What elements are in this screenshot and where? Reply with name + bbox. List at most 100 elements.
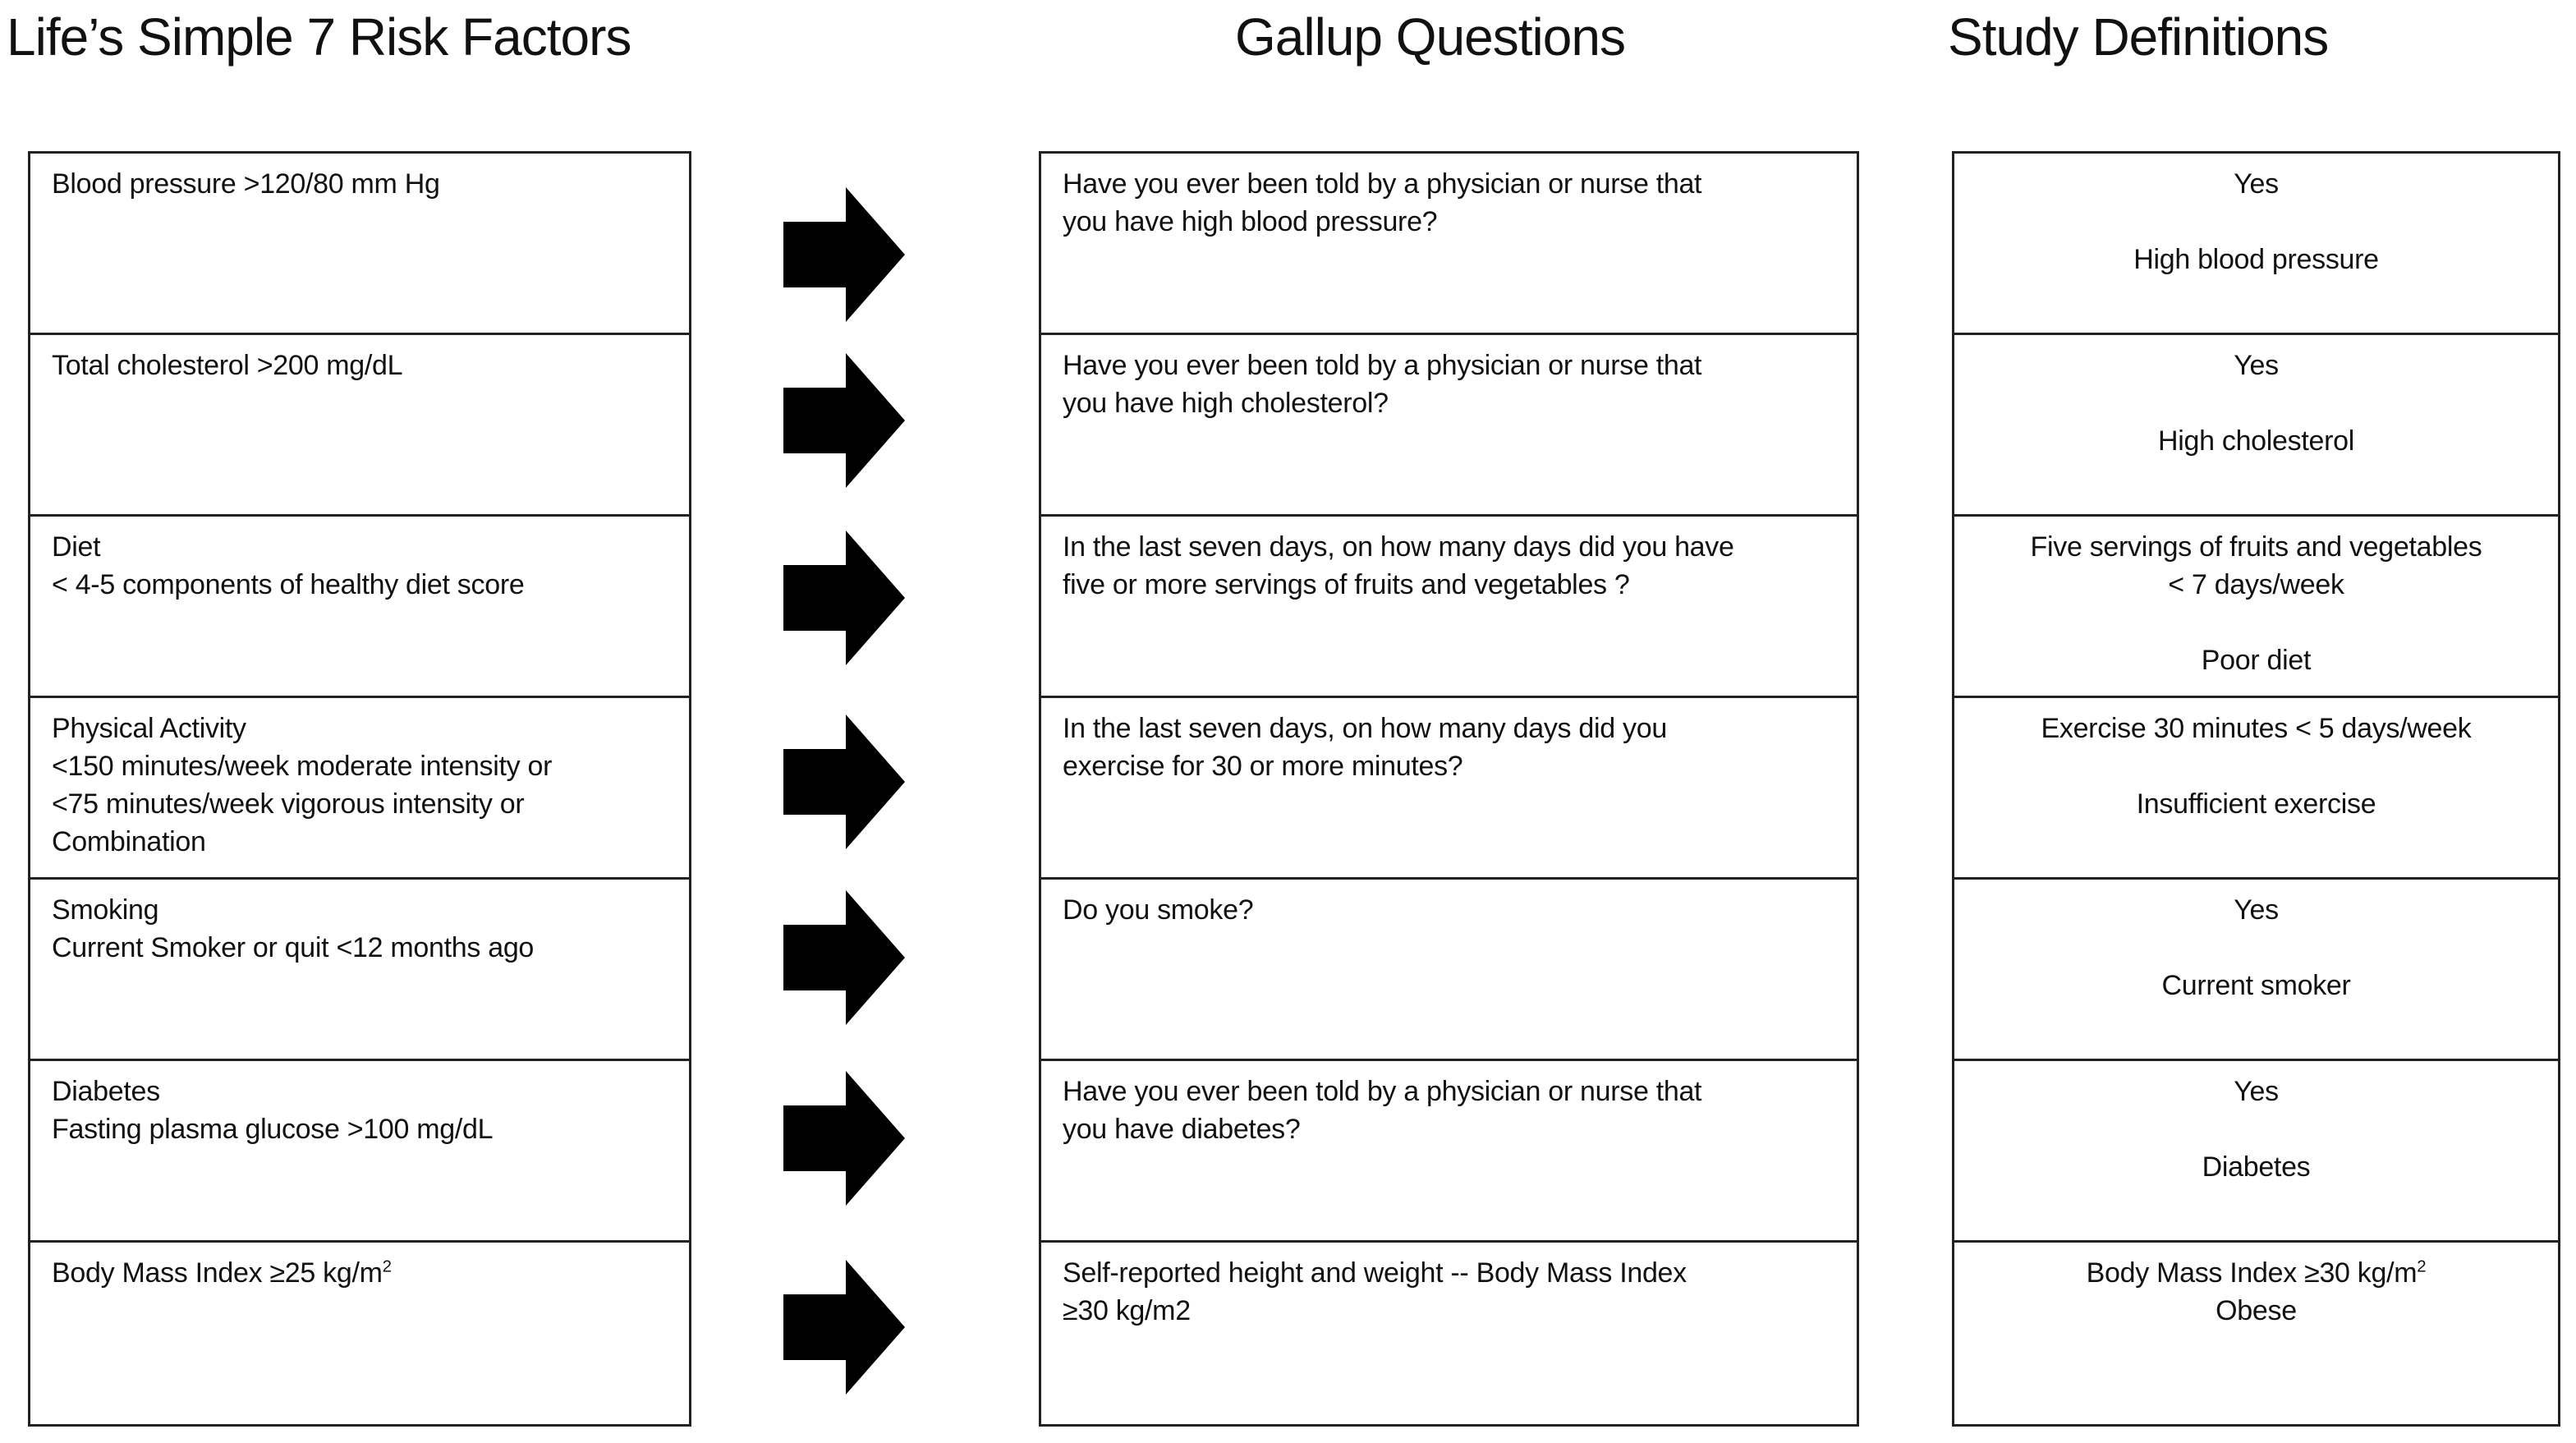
cell-text: you have high cholesterol? bbox=[1063, 388, 1389, 419]
cell-text: Yes bbox=[2234, 168, 2279, 200]
cell-text: < 4-5 components of healthy diet score bbox=[52, 569, 525, 600]
cell-text-line: ≥30 kg/m2 bbox=[1063, 1292, 1835, 1330]
cell-text: Have you ever been told by a physician o… bbox=[1063, 168, 1702, 200]
cell-text-line bbox=[1961, 384, 2551, 422]
cell-text: Combination bbox=[52, 826, 206, 857]
right-arrow-icon bbox=[783, 531, 907, 665]
cell-text-line: In the last seven days, on how many days… bbox=[1063, 710, 1835, 747]
cell-text-line bbox=[1961, 929, 2551, 967]
gallup-question-cell: Have you ever been told by a physician o… bbox=[1041, 335, 1857, 517]
heading-gallup-questions: Gallup Questions bbox=[1235, 7, 1626, 67]
superscript: 2 bbox=[2417, 1257, 2427, 1276]
cell-text-line: Insufficient exercise bbox=[1961, 785, 2551, 823]
cell-text: Do you smoke? bbox=[1063, 894, 1254, 926]
cell-text: In the last seven days, on how many days… bbox=[1063, 531, 1734, 563]
cell-text-line: <150 minutes/week moderate intensity or bbox=[52, 747, 668, 785]
risk-factor-cell: Diet < 4-5 components of healthy diet sco… bbox=[30, 517, 689, 698]
cell-text: Diet bbox=[52, 531, 101, 563]
risk-factor-cell: Body Mass Index ≥25 kg/m2 bbox=[30, 1243, 689, 1424]
right-arrow-icon bbox=[783, 1260, 907, 1395]
right-arrow-icon bbox=[783, 715, 907, 849]
cell-text: Obese bbox=[2216, 1295, 2297, 1326]
cell-text-line: Have you ever been told by a physician o… bbox=[1063, 347, 1835, 384]
cell-text: Poor diet bbox=[2201, 645, 2312, 676]
cell-text: Exercise 30 minutes < 5 days/week bbox=[2041, 713, 2472, 744]
cell-text-line: Yes bbox=[1961, 891, 2551, 929]
superscript: 2 bbox=[382, 1257, 392, 1276]
right-arrow-icon bbox=[783, 1071, 907, 1206]
cell-text-line: Have you ever been told by a physician o… bbox=[1063, 165, 1835, 203]
cell-text: Yes bbox=[2234, 894, 2279, 926]
cell-text: Insufficient exercise bbox=[2136, 788, 2376, 820]
cell-text-line: Five servings of fruits and vegetables bbox=[1961, 528, 2551, 566]
cell-text-line: Blood pressure >120/80 mm Hg bbox=[52, 165, 668, 203]
cell-text-line: Smoking bbox=[52, 891, 668, 929]
cell-text-line: exercise for 30 or more minutes? bbox=[1063, 747, 1835, 785]
cell-text: you have high blood pressure? bbox=[1063, 206, 1438, 237]
cell-text-line: Yes bbox=[1961, 1073, 2551, 1110]
cell-text: you have diabetes? bbox=[1063, 1114, 1301, 1145]
cell-text-line: Combination bbox=[52, 823, 668, 861]
cell-text-line: Obese bbox=[1961, 1292, 2551, 1330]
cell-text-line: Physical Activity bbox=[52, 710, 668, 747]
cell-text-line: In the last seven days, on how many days… bbox=[1063, 528, 1835, 566]
cell-text-line: Exercise 30 minutes < 5 days/week bbox=[1961, 710, 2551, 747]
cell-text: Five servings of fruits and vegetables bbox=[2030, 531, 2482, 563]
cell-text-line: Fasting plasma glucose >100 mg/dL bbox=[52, 1110, 668, 1148]
cell-text-line: < 4-5 components of healthy diet score bbox=[52, 566, 668, 604]
cell-text: Have you ever been told by a physician o… bbox=[1063, 350, 1702, 381]
cell-text: Smoking bbox=[52, 894, 159, 926]
study-definition-cell: Five servings of fruits and vegetables< … bbox=[1954, 517, 2558, 698]
cell-text-line: Have you ever been told by a physician o… bbox=[1063, 1073, 1835, 1110]
cell-text: Current Smoker or quit <12 months ago bbox=[52, 932, 535, 963]
risk-factor-cell: Physical Activity <150 minutes/week moder… bbox=[30, 698, 689, 880]
cell-text-line bbox=[1961, 203, 2551, 241]
cell-text-line: Diet bbox=[52, 528, 668, 566]
cell-text-line: Body Mass Index ≥30 kg/m2 bbox=[1961, 1254, 2551, 1292]
cell-text: High cholesterol bbox=[2158, 425, 2354, 457]
cell-text-line: you have diabetes? bbox=[1063, 1110, 1835, 1148]
cell-text-line: Poor diet bbox=[1961, 641, 2551, 679]
cell-text-line: you have high blood pressure? bbox=[1063, 203, 1835, 241]
cell-text-line: High cholesterol bbox=[1961, 422, 2551, 460]
cell-text: Self-reported height and weight -- Body … bbox=[1063, 1257, 1687, 1289]
cell-text-line: Yes bbox=[1961, 165, 2551, 203]
cell-text-line: Yes bbox=[1961, 347, 2551, 384]
risk-factor-cell: Blood pressure >120/80 mm Hg bbox=[30, 154, 689, 335]
cell-text-line: Self-reported height and weight -- Body … bbox=[1063, 1254, 1835, 1292]
cell-text-line: Current Smoker or quit <12 months ago bbox=[52, 929, 668, 967]
cell-text-line: you have high cholesterol? bbox=[1063, 384, 1835, 422]
cell-text-line: <75 minutes/week vigorous intensity or bbox=[52, 785, 668, 823]
cell-text-line bbox=[1961, 1110, 2551, 1148]
heading-risk-factors: Life’s Simple 7 Risk Factors bbox=[7, 7, 631, 67]
cell-text: <150 minutes/week moderate intensity or bbox=[52, 751, 553, 782]
cell-text: <75 minutes/week vigorous intensity or bbox=[52, 788, 525, 820]
heading-study-definitions: Study Definitions bbox=[1948, 7, 2329, 67]
cell-text: Yes bbox=[2234, 1076, 2279, 1107]
cell-text: High blood pressure bbox=[2133, 244, 2379, 275]
cell-text-line: < 7 days/week bbox=[1961, 566, 2551, 604]
cell-text: Have you ever been told by a physician o… bbox=[1063, 1076, 1702, 1107]
gallup-question-cell: In the last seven days, on how many days… bbox=[1041, 698, 1857, 880]
cell-text: Total cholesterol >200 mg/dL bbox=[52, 350, 403, 381]
cell-text-line: five or more servings of fruits and vege… bbox=[1063, 566, 1835, 604]
cell-text: Body Mass Index ≥30 kg/m bbox=[2086, 1257, 2418, 1289]
right-arrow-icon bbox=[783, 890, 907, 1025]
gallup-question-cell: In the last seven days, on how many days… bbox=[1041, 517, 1857, 698]
cell-text: Body Mass Index ≥25 kg/m bbox=[52, 1257, 383, 1289]
cell-text-line bbox=[1961, 604, 2551, 641]
gallup-question-cell: Do you smoke? bbox=[1041, 880, 1857, 1061]
cell-text: Current smoker bbox=[2161, 970, 2351, 1001]
gallup-question-cell: Self-reported height and weight -- Body … bbox=[1041, 1243, 1857, 1424]
cell-text-line: Diabetes bbox=[1961, 1148, 2551, 1186]
cell-text: Diabetes bbox=[2202, 1151, 2311, 1183]
cell-text: exercise for 30 or more minutes? bbox=[1063, 751, 1463, 782]
cell-text-line bbox=[1961, 747, 2551, 785]
